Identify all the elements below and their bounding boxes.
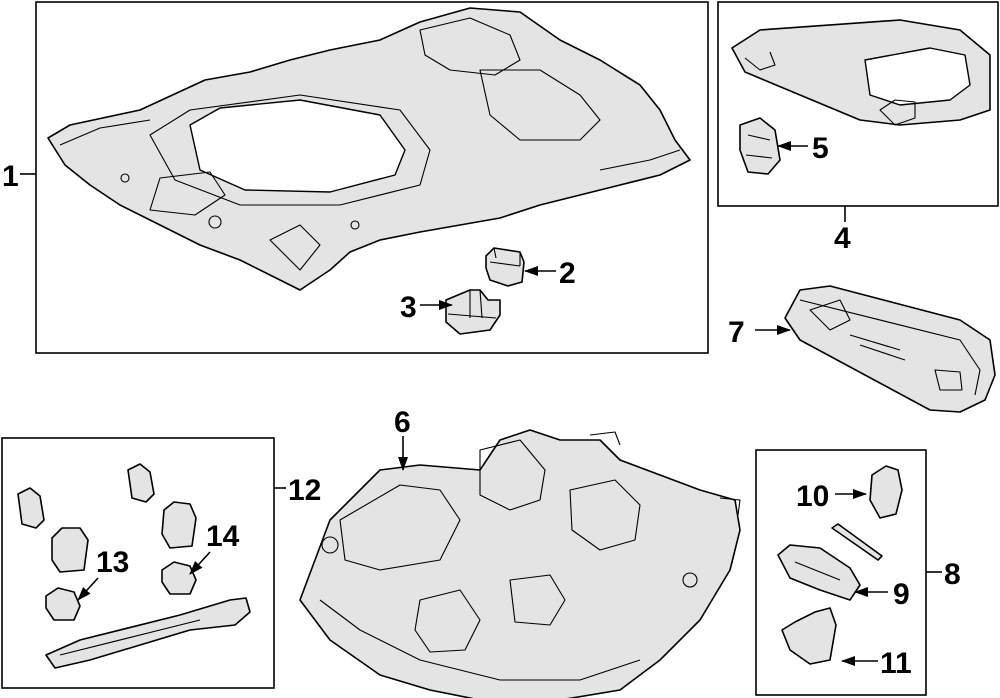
- callout-1: 1: [2, 160, 19, 193]
- part-5-visor-clip: [739, 117, 781, 175]
- callout-6: 6: [394, 406, 411, 439]
- clip-set: [17, 463, 251, 669]
- lamp-bulb: [831, 523, 883, 561]
- callout-8: 8: [944, 558, 961, 591]
- callout-13: 13: [96, 546, 129, 579]
- part-11-lens: [781, 607, 837, 665]
- part-10-socket: [869, 465, 903, 519]
- callout-10: 10: [796, 480, 829, 513]
- callout-4: 4: [834, 222, 851, 255]
- callout-7: 7: [728, 316, 745, 349]
- group-box-headliner: [35, 1, 709, 354]
- callout-14: 14: [206, 520, 240, 553]
- sun-visor: [731, 19, 991, 126]
- group-box-sunvisor: [717, 1, 999, 207]
- headliner-panel: [47, 7, 691, 291]
- callout-3: 3: [400, 291, 417, 324]
- callout-11: 11: [880, 647, 912, 680]
- part-6-overhead-console: [299, 429, 741, 698]
- group-box-clips: [1, 437, 275, 689]
- callout-2: 2: [559, 257, 576, 290]
- part-3-bracket: [445, 289, 501, 335]
- callout-9: 9: [893, 578, 910, 611]
- part-7-lamp-assembly: [784, 285, 996, 413]
- part-2-clip: [485, 247, 525, 287]
- callout-12: 12: [288, 474, 321, 507]
- part-9-lamp-housing: [777, 544, 861, 601]
- callout-5: 5: [812, 132, 829, 165]
- leader-lines: [20, 141, 942, 666]
